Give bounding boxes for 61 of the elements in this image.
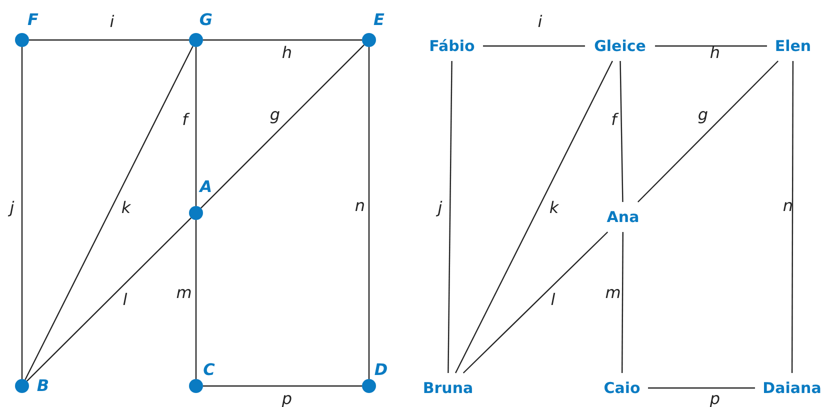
connector-line [29, 39, 189, 41]
edge-label: i [110, 13, 114, 31]
vertex-name: Daiana [762, 379, 822, 397]
edge-label: n [782, 197, 794, 215]
vertex-label: F [28, 11, 38, 29]
edge-label: i [538, 13, 542, 31]
vertex-name: Fábio [429, 37, 475, 55]
vertex-label: A [200, 178, 212, 196]
vertex-dot [362, 33, 376, 47]
vertex-label: D [374, 361, 388, 379]
vertex-dot [15, 379, 29, 393]
edge-label: j [438, 199, 442, 217]
connector-line [462, 232, 608, 374]
vertex-label: B [36, 377, 50, 395]
connector-line [203, 39, 362, 41]
edge-label: m [605, 284, 621, 302]
connector-line [203, 385, 362, 387]
connector-line [368, 47, 370, 379]
connector-line [455, 60, 613, 374]
edge-label: p [282, 390, 292, 407]
edge-label: l [550, 291, 556, 309]
connector-line [622, 232, 624, 373]
connector-line [195, 220, 197, 379]
connector-line [620, 60, 624, 202]
connector-line [637, 60, 779, 202]
vertex-name: Ana [606, 208, 640, 226]
connector-line [791, 61, 794, 373]
connector-line [448, 61, 452, 373]
connector-line [648, 387, 755, 389]
vertex-name: Gleice [594, 37, 646, 55]
connector-line [24, 46, 194, 380]
edge-label: n [354, 197, 366, 215]
edge-label: h [282, 44, 292, 62]
vertex-name: Caio [604, 379, 640, 397]
vertex-dot [189, 206, 203, 220]
vertex-name: Elen [774, 37, 812, 55]
vertex-label: C [203, 361, 215, 379]
vertex-dot [189, 33, 203, 47]
edge-label: k [549, 199, 559, 217]
vertex-dot [189, 379, 203, 393]
connector-line [483, 45, 585, 47]
edge-label: g [270, 106, 280, 124]
edge-label: g [698, 106, 708, 124]
vertex-label: E [374, 11, 384, 29]
connector-line [21, 47, 23, 379]
connector-line [200, 44, 364, 208]
edge-label: p [710, 390, 720, 407]
connector-line [26, 218, 192, 382]
vertex-name: Bruna [422, 379, 474, 397]
vertex-label: G [199, 11, 213, 29]
edge-label: l [122, 291, 128, 309]
edge-label: f [611, 111, 617, 129]
edge-label: m [176, 284, 192, 302]
edge-label: j [10, 199, 14, 217]
vertex-dot [362, 379, 376, 393]
edge-label: k [121, 199, 131, 217]
connector-line [195, 47, 197, 206]
connector-line [655, 45, 767, 47]
vertex-dot [15, 33, 29, 47]
edge-label: f [182, 111, 188, 129]
edge-label: h [710, 44, 720, 62]
